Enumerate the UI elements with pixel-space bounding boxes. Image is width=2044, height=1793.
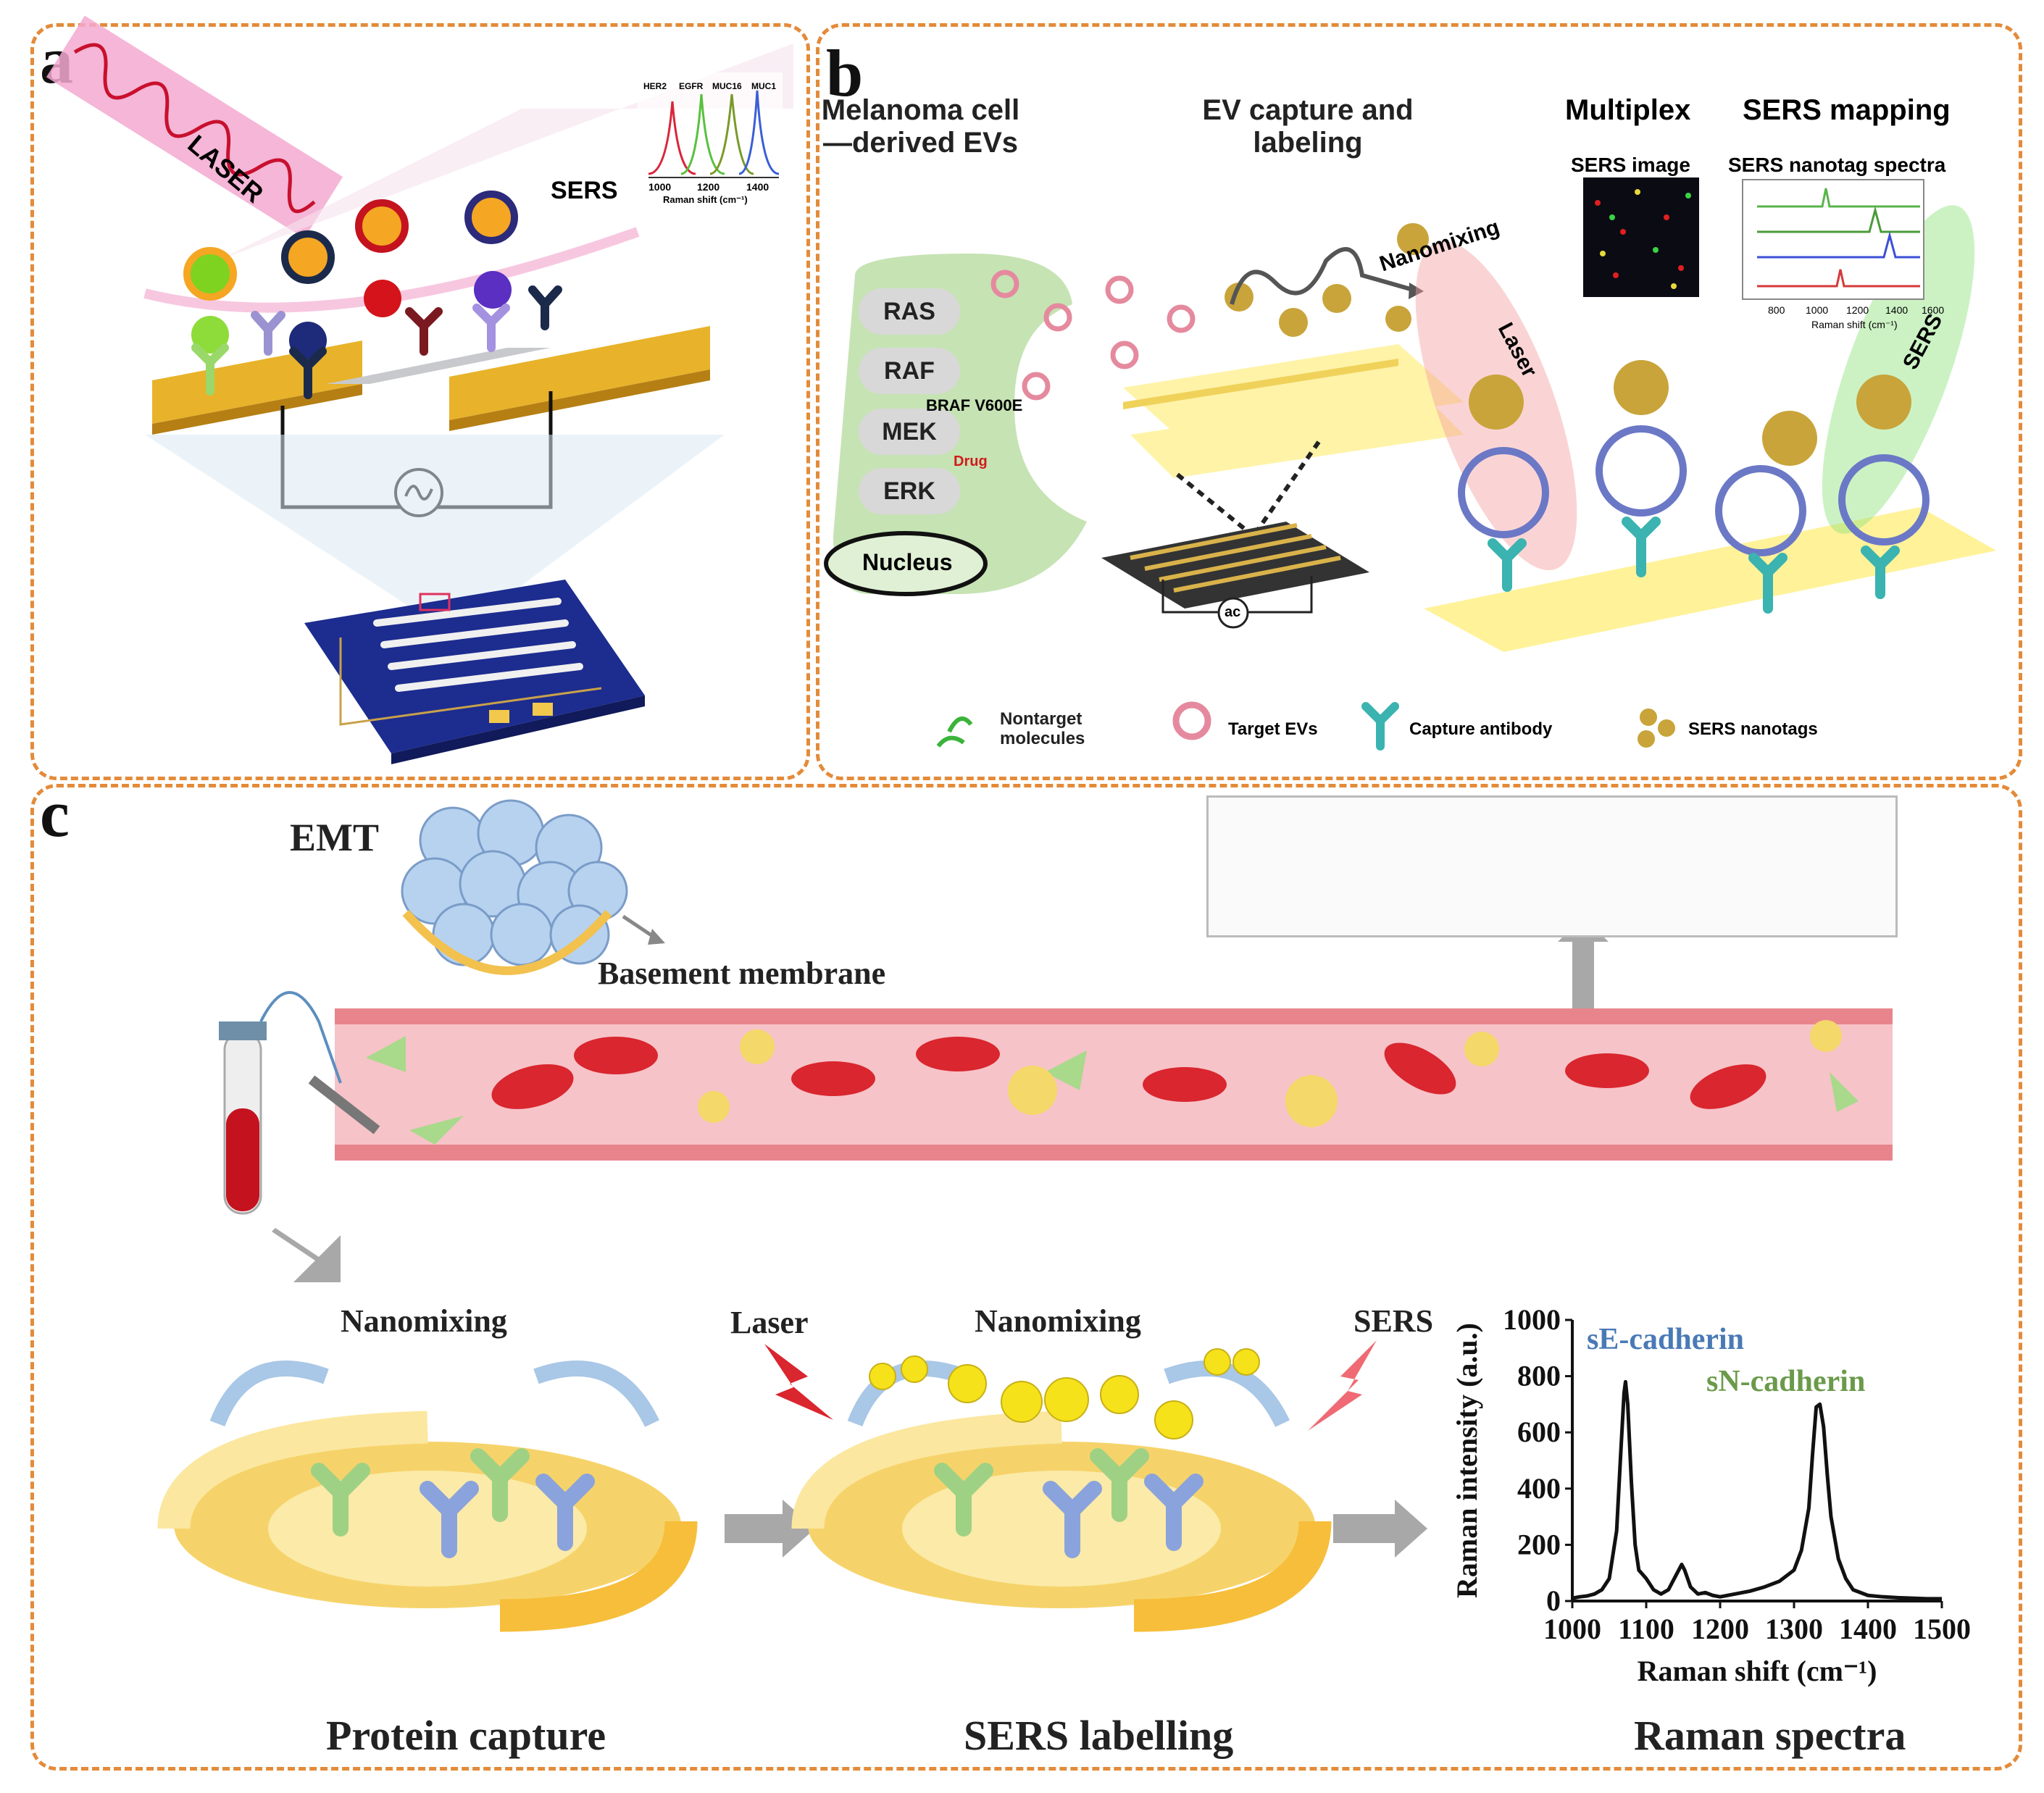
sers-image-label: SERS image <box>1571 154 1690 176</box>
inset-spectrum <box>638 72 783 181</box>
spectra-xlabel: Raman shift (cm⁻¹) <box>1811 319 1898 330</box>
pathway-mek: MEK <box>859 409 960 455</box>
legend-target: Target EVs <box>1228 719 1318 739</box>
inset-tick-1400: 1400 <box>746 181 769 193</box>
spectra-tick-1600: 1600 <box>1922 304 1945 316</box>
y-tick-label: 800 <box>1517 1360 1561 1392</box>
inset-peak-her2: HER2 <box>643 81 667 91</box>
braf-mutation-label: BRAF V600E <box>926 396 1023 414</box>
inset-peak-muc16: MUC16 <box>712 81 742 91</box>
legend-nanotags: SERS nanotags <box>1688 719 1818 739</box>
metastasis-organs <box>1206 795 1898 937</box>
panel-b-label: b <box>826 36 864 110</box>
sers-label-c: SERS <box>1353 1303 1434 1339</box>
laser-label-c: Laser <box>730 1305 809 1340</box>
legend-nontarget: Nontarget molecules <box>1000 709 1085 748</box>
pathway-ras: RAS <box>859 288 960 335</box>
multiplex-heading: Multiplex <box>1565 94 1691 126</box>
x-tick-label: 1300 <box>1765 1613 1823 1645</box>
y-tick-label: 400 <box>1517 1472 1561 1505</box>
x-axis-label: Raman shift (cm⁻¹) <box>1638 1655 1877 1687</box>
panel-b-frame <box>816 23 2022 780</box>
x-tick-label: 1100 <box>1618 1613 1674 1645</box>
spectra-tick-1200: 1200 <box>1846 304 1869 316</box>
sers-mapping-heading: SERS mapping <box>1743 94 1951 126</box>
inset-tick-1000: 1000 <box>648 181 672 193</box>
melanoma-heading: Melanoma cell—derived EVs <box>821 94 1020 159</box>
laser-beam <box>46 15 343 238</box>
drug-label: Drug <box>954 454 988 469</box>
caption-sers-labelling: SERS labelling <box>964 1712 1234 1759</box>
panel-c-frame <box>30 784 2022 1771</box>
nanomixing-label-c1: Nanomixing <box>341 1303 507 1339</box>
panel-c-label: c <box>40 777 70 850</box>
pathway-erk: ERK <box>859 468 960 514</box>
y-axis-label: Raman intensity (a.u.) <box>1451 1323 1483 1598</box>
y-tick-label: 1000 <box>1503 1303 1561 1336</box>
sers-label-a: SERS <box>551 177 618 204</box>
inset-xlabel: Raman shift (cm⁻¹) <box>663 194 748 205</box>
ac-label: ac <box>1225 604 1241 620</box>
nanotag-spectra-label: SERS nanotag spectra <box>1728 154 1946 176</box>
panel-a-frame <box>30 23 810 780</box>
caption-raman-spectra: Raman spectra <box>1634 1712 1906 1759</box>
y-tick-label: 0 <box>1546 1584 1561 1617</box>
x-tick-label: 1500 <box>1913 1613 1971 1645</box>
basement-membrane-label: Basement membrane <box>598 956 886 991</box>
pathway-raf: RAF <box>859 348 960 394</box>
y-tick-label: 600 <box>1517 1416 1561 1448</box>
inset-peak-muc1: MUC1 <box>751 81 777 91</box>
spectra-tick-800: 800 <box>1768 304 1785 316</box>
x-tick-label: 1000 <box>1543 1613 1601 1645</box>
annotation-sn-cadherin: sN-cadherin <box>1706 1365 1865 1398</box>
spectrum-line <box>1572 1379 1942 1601</box>
nucleus-label: Nucleus <box>862 549 953 575</box>
nanomixing-label-c2: Nanomixing <box>975 1303 1141 1339</box>
annotation-se-cadherin: sE-cadherin <box>1587 1323 1744 1356</box>
spectra-tick-1000: 1000 <box>1806 304 1829 316</box>
legend-capture: Capture antibody <box>1409 719 1553 739</box>
x-tick-label: 1400 <box>1839 1613 1897 1645</box>
inset-peak-egfr: EGFR <box>679 81 704 91</box>
emt-label: EMT <box>290 816 380 859</box>
caption-protein-capture: Protein capture <box>326 1712 606 1759</box>
capture-heading: EV capture and labeling <box>1202 94 1414 159</box>
y-tick-label: 200 <box>1517 1528 1561 1560</box>
inset-tick-1200: 1200 <box>697 181 720 193</box>
spectra-tick-1400: 1400 <box>1885 304 1909 316</box>
x-tick-label: 1200 <box>1691 1613 1749 1645</box>
